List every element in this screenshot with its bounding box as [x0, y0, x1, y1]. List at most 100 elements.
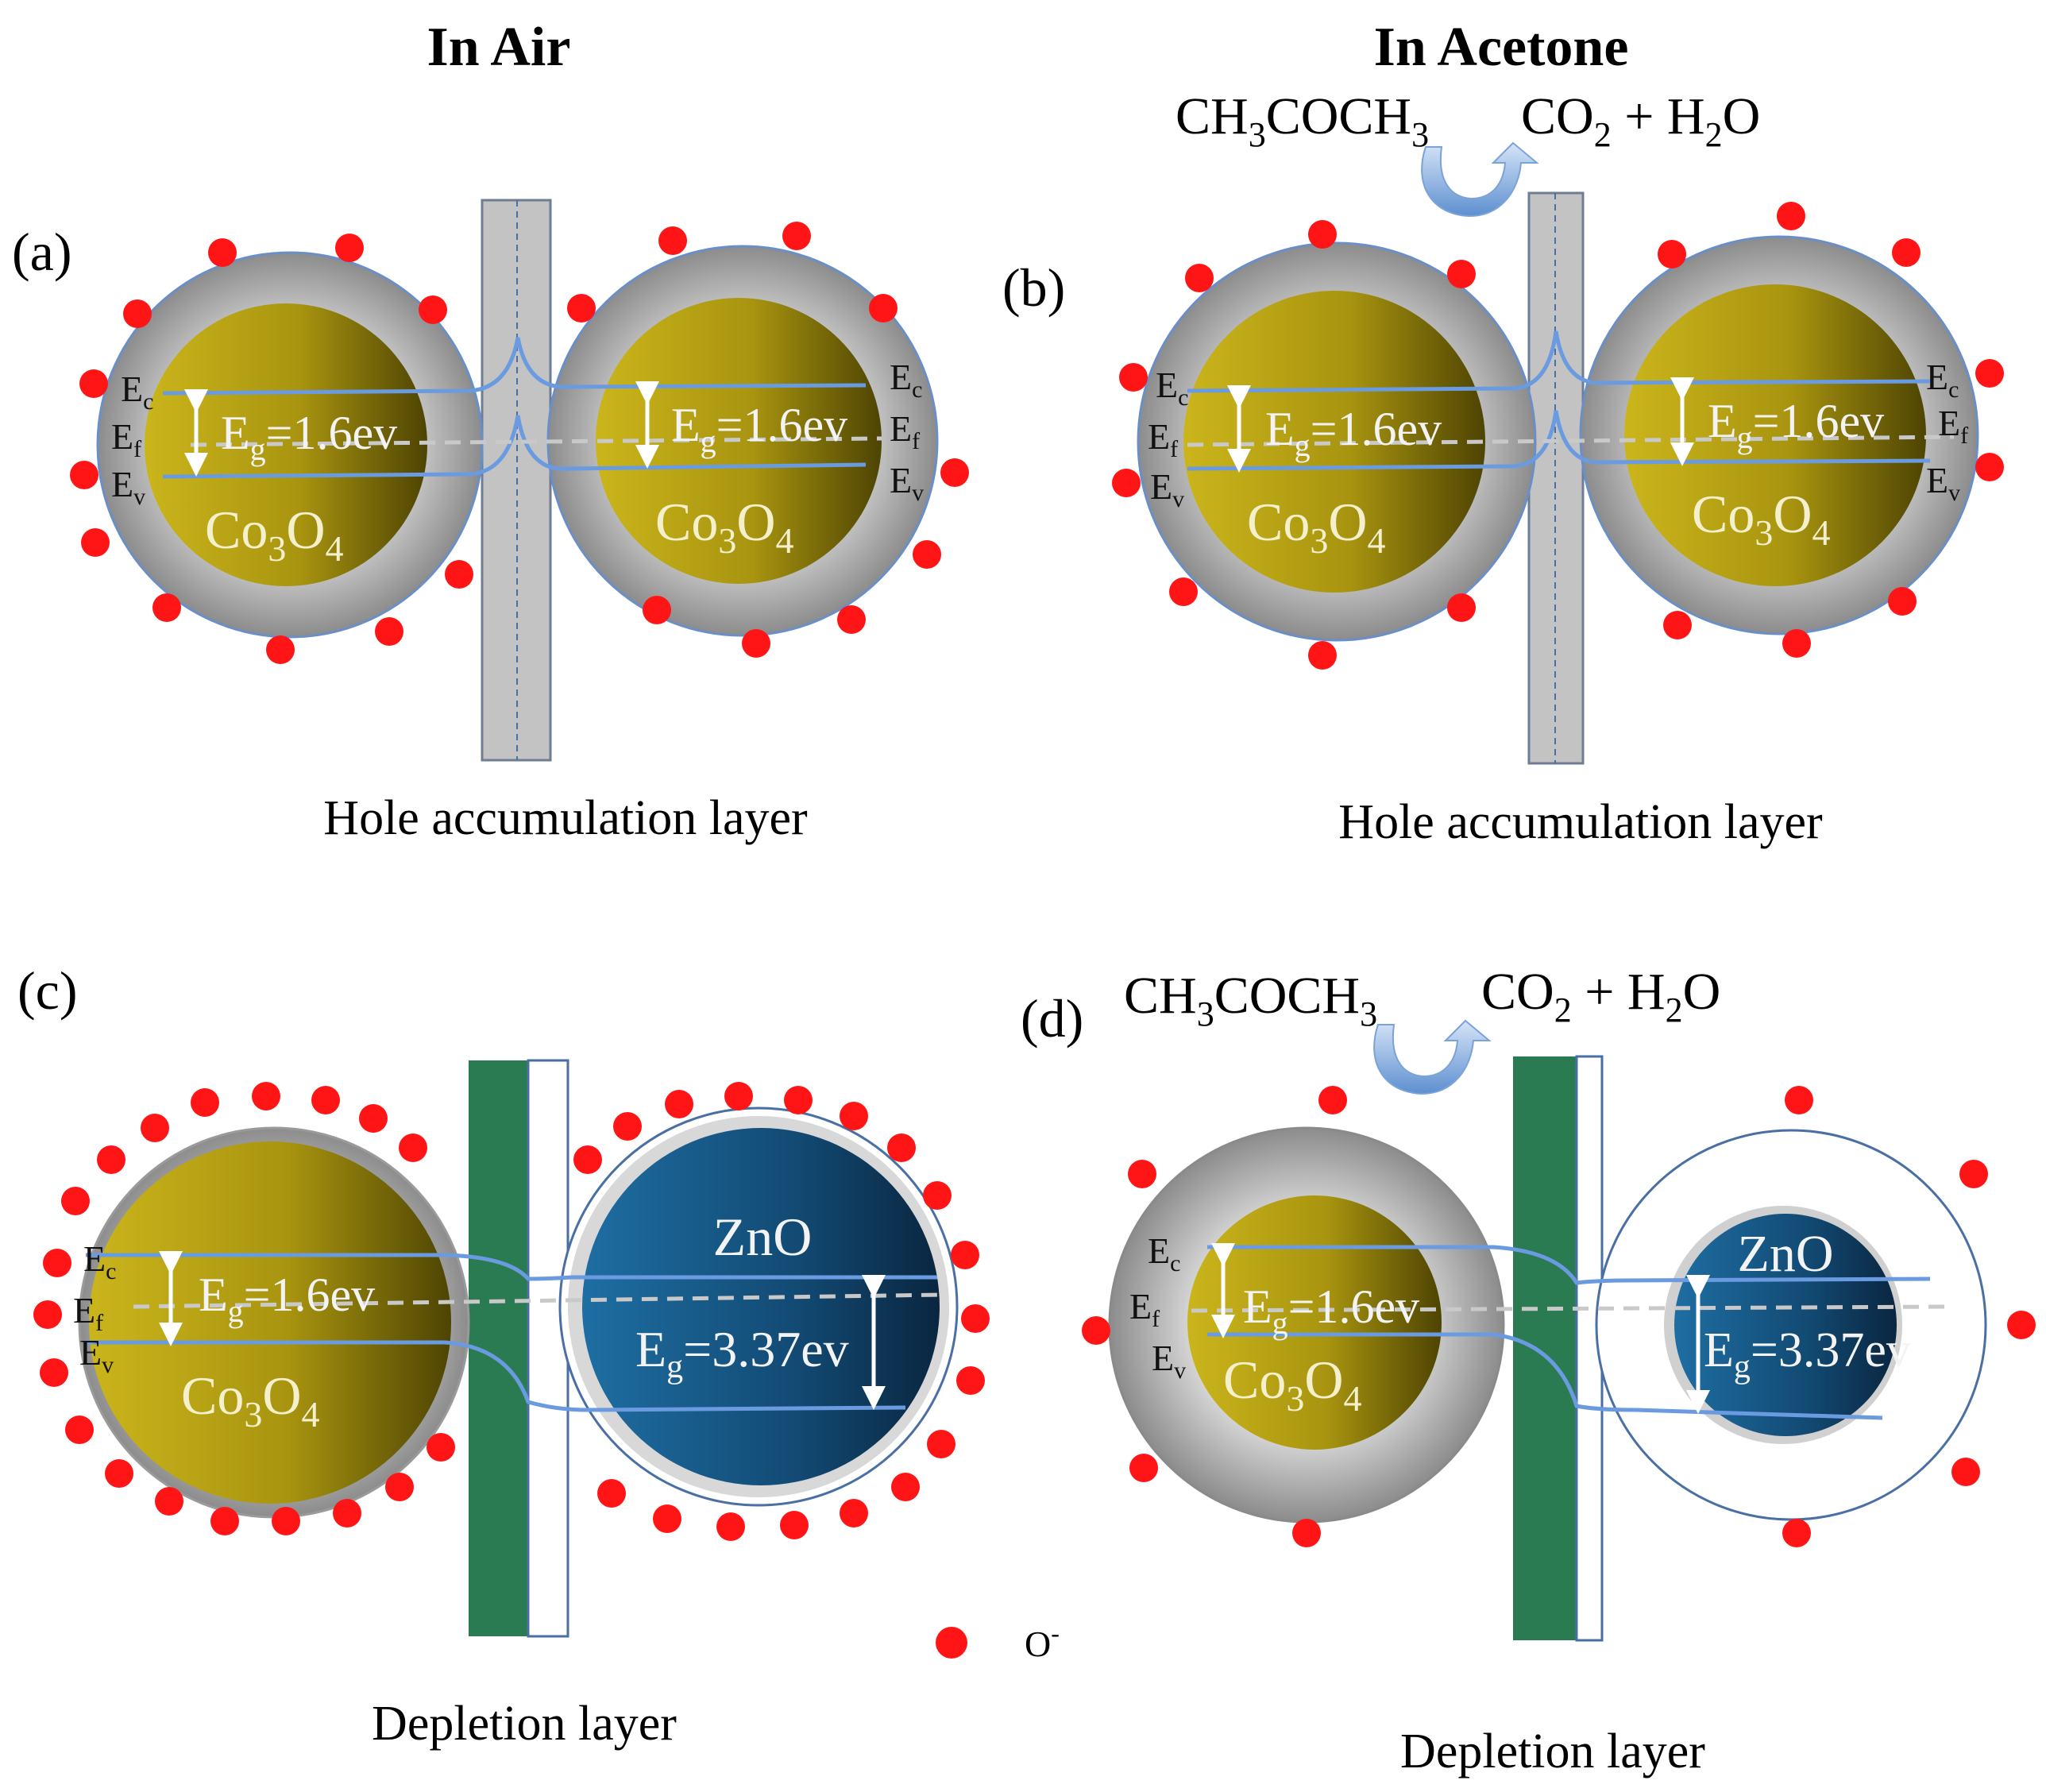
panel-d-label: (d) [1021, 988, 1083, 1049]
ec-label: Ec [1156, 365, 1188, 411]
conduction-band [86, 1253, 937, 1281]
oxygen-ion [385, 1473, 414, 1501]
oxygen-ion [1892, 238, 1921, 267]
oxygen-ion [1663, 611, 1692, 639]
oxygen-ion [956, 1366, 985, 1395]
oxygen-ion [742, 629, 770, 658]
oxygen-ion [613, 1112, 642, 1141]
co3o4-label: Co3O4 [1247, 492, 1385, 561]
oxygen-ion [141, 1114, 169, 1142]
co3o4-core [89, 1141, 451, 1504]
oxygen-ion [1888, 587, 1917, 616]
oxygen-ion [784, 1086, 813, 1114]
oxygen-ion [252, 1082, 280, 1110]
bandgap-label: Eg=1.6ev [1708, 395, 1884, 455]
oxygen-ion [951, 1241, 979, 1269]
oxygen-ion [1959, 1160, 1988, 1188]
co3o4-core [1183, 291, 1485, 593]
oxygen-ion [840, 1102, 868, 1130]
ef-label: Ef [1148, 416, 1178, 462]
oxygen-ion [1128, 1160, 1156, 1188]
product-formula: CO2 + H2O [1521, 87, 1760, 154]
oxygen-ion [1082, 1316, 1110, 1345]
panel-c-caption: Depletion layer [372, 1697, 677, 1751]
oxygen-ion [208, 238, 237, 267]
ev-label: Ev [890, 460, 924, 506]
bandgap-label: Eg=1.6ev [1243, 1280, 1419, 1341]
oxygen-ion [419, 295, 447, 324]
panel-b: (b) CH3COCH3 CO2 + H2O Eg=1.6ev Eg=1.6ev… [1002, 87, 2004, 849]
oxygen-ion [1318, 1086, 1347, 1114]
oxygen-ion [567, 294, 596, 322]
ec-label: Ec [1148, 1230, 1180, 1276]
oxygen-ion [33, 1300, 62, 1329]
oxygen-ion [123, 299, 152, 328]
oxygen-ion [65, 1415, 94, 1444]
bandgap-label: Eg=3.37ev [635, 1321, 849, 1385]
oxygen-ion [1447, 260, 1476, 288]
oxygen-ion [399, 1134, 427, 1162]
oxygen-ion [869, 294, 898, 322]
oxygen-ion [1112, 469, 1141, 497]
conduction-band [1187, 330, 1931, 393]
oxygen-ion [891, 1473, 920, 1501]
panel-b-label: (b) [1002, 257, 1065, 318]
ec-label: Ec [890, 357, 922, 403]
oxygen-ion [1185, 264, 1214, 292]
oxygen-ion [427, 1433, 455, 1462]
oxygen-ion [333, 1499, 361, 1527]
legend-label: O- [1025, 1619, 1060, 1664]
panel-c: (c) Eg=1.6ev Eg=3.37ev Ec Ef Ev Co3O4 Zn… [17, 960, 990, 1751]
panel-a: (a) Eg=1.6ev Eg=1.6ev Ec Ef Ev Ec Ef Ev … [12, 199, 969, 845]
reactant-formula: CH3COCH3 [1124, 967, 1377, 1033]
oxygen-ion [887, 1134, 916, 1162]
oxygen-ion [837, 605, 866, 634]
oxygen-ion [311, 1086, 340, 1114]
oxygen-ion [210, 1507, 239, 1535]
oxygen-ion [79, 369, 108, 398]
oxygen-ion [643, 596, 671, 624]
oxygen-ion [272, 1507, 300, 1535]
oxygen-ion [40, 1358, 68, 1387]
oxygen-ion [1658, 240, 1686, 268]
ev-label: Ev [79, 1332, 114, 1378]
oxygen-ion [1308, 641, 1337, 670]
fermi-level [190, 436, 882, 447]
product-formula: CO2 + H2O [1481, 963, 1720, 1029]
co3o4-core [145, 303, 427, 586]
oxygen-ion [155, 1487, 183, 1516]
zno-core [582, 1128, 940, 1485]
valence-band [162, 415, 867, 479]
ef-label: Ef [1938, 403, 1968, 449]
oxygen-ion [1951, 1458, 1980, 1486]
panel-b-caption: Hole accumulation layer [1338, 795, 1823, 849]
ef-label: Ef [890, 408, 920, 454]
panel-a-caption: Hole accumulation layer [323, 791, 808, 845]
oxygen-ions [1082, 1086, 2036, 1547]
oxygen-ion [70, 461, 98, 489]
oxygen-ion [653, 1504, 681, 1533]
oxygen-ion [658, 226, 687, 255]
valence-band [1187, 410, 1931, 471]
oxygen-ion [1292, 1519, 1321, 1547]
bandgap-label: Eg=1.6ev [1265, 403, 1442, 463]
legend-oxygen-ion [936, 1627, 967, 1659]
oxygen-ion [1119, 363, 1148, 392]
reactant-formula: CH3COCH3 [1175, 87, 1429, 154]
valence-band [1207, 1332, 1883, 1420]
ev-label: Ev [111, 464, 145, 510]
oxygen-ion [927, 1430, 955, 1458]
oxygen-ion [782, 222, 811, 250]
ev-label: Ev [1926, 460, 1960, 506]
oxygen-ion [445, 560, 473, 589]
ef-label: Ef [73, 1290, 103, 1336]
co3o4-core [1624, 284, 1926, 586]
oxygen-ion [375, 617, 403, 646]
oxygen-ion [266, 635, 295, 664]
ef-label: Ef [1129, 1286, 1160, 1332]
oxygen-ion [1785, 1086, 1813, 1114]
oxygen-ion [335, 234, 364, 262]
fermi-level [1187, 434, 1955, 447]
oxygen-ion [1308, 220, 1337, 249]
oxygen-ion [1782, 1519, 1811, 1547]
